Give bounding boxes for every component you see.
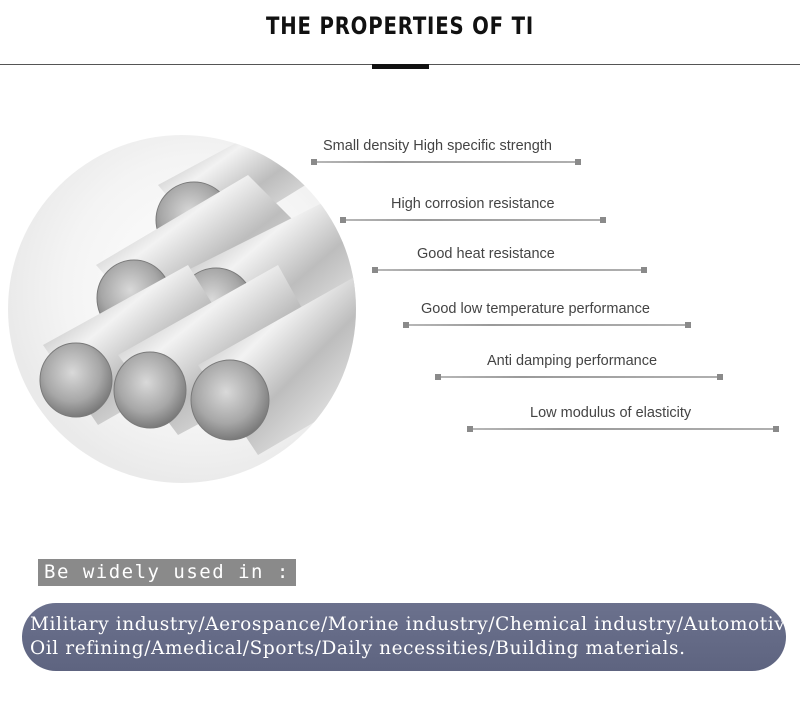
property-label: Anti damping performance <box>487 353 658 369</box>
property-divider <box>467 426 779 432</box>
applications-line-1: Military industry/Aerospance/Morine indu… <box>30 614 786 635</box>
property-label: Good heat resistance <box>417 246 555 262</box>
page-title: THE PROPERTIES OF TI <box>265 12 535 40</box>
property-label: Small density High specific strength <box>323 138 552 154</box>
property-item-low-temperature: Good low temperature performance <box>403 301 691 341</box>
property-item-anti-damping: Anti damping performance <box>435 353 723 393</box>
property-label: High corrosion resistance <box>391 196 555 212</box>
property-item-heat: Good heat resistance <box>372 246 647 286</box>
applications-line-2: Oil refining/Amedical/Sports/Daily neces… <box>30 638 686 659</box>
usage-heading: Be widely used in : <box>38 559 296 586</box>
property-label: Good low temperature performance <box>421 301 650 317</box>
header-accent-bar <box>372 64 429 69</box>
property-item-density: Small density High specific strength <box>311 138 581 178</box>
property-divider <box>403 322 691 328</box>
property-divider <box>372 267 647 273</box>
property-item-modulus: Low modulus of elasticity <box>467 405 779 445</box>
applications-banner: Military industry/Aerospance/Morine indu… <box>22 603 786 671</box>
titanium-bars-image <box>8 135 356 483</box>
property-label: Low modulus of elasticity <box>530 405 692 421</box>
property-divider <box>435 374 723 380</box>
property-divider <box>311 159 581 165</box>
property-item-corrosion: High corrosion resistance <box>340 196 606 236</box>
property-divider <box>340 217 606 223</box>
